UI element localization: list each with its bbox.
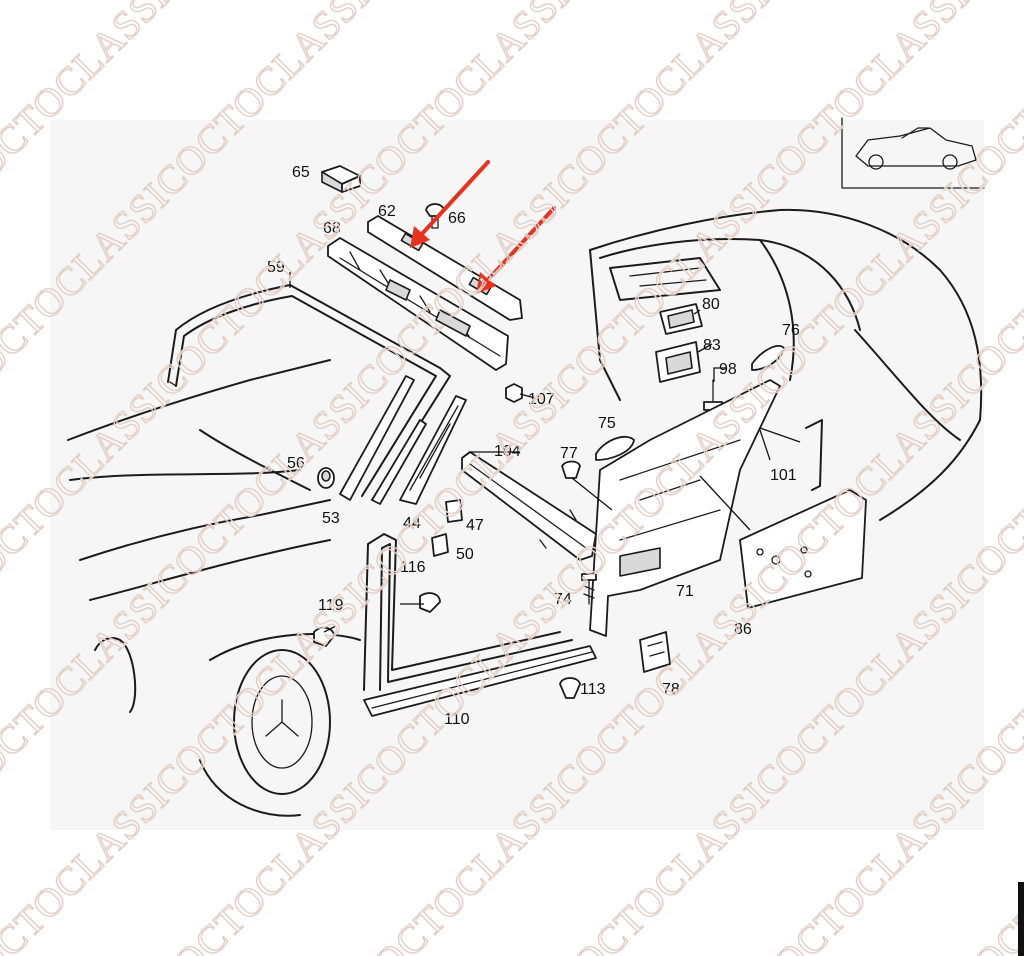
car-body-outline (67, 208, 983, 817)
part-75-handle (595, 435, 635, 461)
callout-110: 110 (444, 711, 470, 728)
part-113-rivet (559, 677, 581, 699)
part-53-pillar-strip (339, 375, 427, 505)
part-65-block (321, 165, 361, 193)
callout-62: 62 (378, 203, 396, 220)
red-arrow-1 (410, 160, 490, 248)
callout-76: 76 (782, 322, 800, 339)
part-78-clip (639, 631, 671, 673)
callout-116: 116 (400, 559, 426, 576)
part-44-pillar-trim (399, 395, 467, 505)
part-68-frame-member (327, 237, 509, 371)
callout-80: 80 (702, 296, 720, 313)
callout-50: 50 (456, 546, 474, 563)
callout-98: 98 (719, 361, 737, 378)
callout-75: 75 (598, 415, 616, 432)
part-74-screw (581, 573, 597, 605)
edge-mark (1018, 882, 1024, 956)
callout-78: 78 (662, 681, 680, 698)
part-116-clip (419, 592, 441, 613)
callout-74: 74 (554, 591, 572, 608)
part-76-handle (751, 345, 785, 371)
callout-68: 68 (323, 220, 341, 237)
part-80-bezel (659, 303, 703, 335)
callout-77: 77 (560, 445, 578, 462)
leader-lines (289, 272, 801, 633)
part-107-nut (505, 383, 523, 403)
part-56-cap (317, 467, 335, 489)
callout-107: 107 (528, 391, 555, 408)
callout-labels: 65 62 66 68 59 80 83 76 98 107 75 104 77… (267, 164, 800, 728)
callout-104: 104 (494, 443, 521, 460)
callout-113: 113 (580, 681, 606, 698)
callout-56: 56 (287, 455, 305, 472)
callout-53: 53 (322, 510, 340, 527)
callout-44: 44 (403, 515, 421, 532)
car-thumbnail (841, 117, 985, 189)
callout-86: 86 (734, 621, 752, 638)
callout-65: 65 (292, 164, 310, 181)
red-arrow-2 (476, 206, 556, 294)
part-47-clip (445, 499, 463, 523)
part-86-panel (739, 489, 867, 609)
part-71-side-panel (589, 379, 781, 637)
part-77-plug (561, 460, 581, 479)
part-83-switch-housing (655, 341, 701, 383)
watermark-text: OCTOCLASSIC (965, 0, 1024, 186)
part-50-clip (431, 533, 449, 557)
part-119-clip (313, 626, 335, 647)
callout-101: 101 (770, 467, 797, 484)
part-101-bracket (805, 419, 823, 491)
callout-71: 71 (676, 583, 694, 600)
callout-66: 66 (448, 210, 466, 227)
callout-47: 47 (466, 517, 484, 534)
callout-119: 119 (318, 597, 344, 614)
front-wheel (233, 649, 331, 795)
callout-59: 59 (267, 259, 285, 276)
callout-83: 83 (703, 337, 721, 354)
part-110-door-seal (363, 533, 597, 717)
